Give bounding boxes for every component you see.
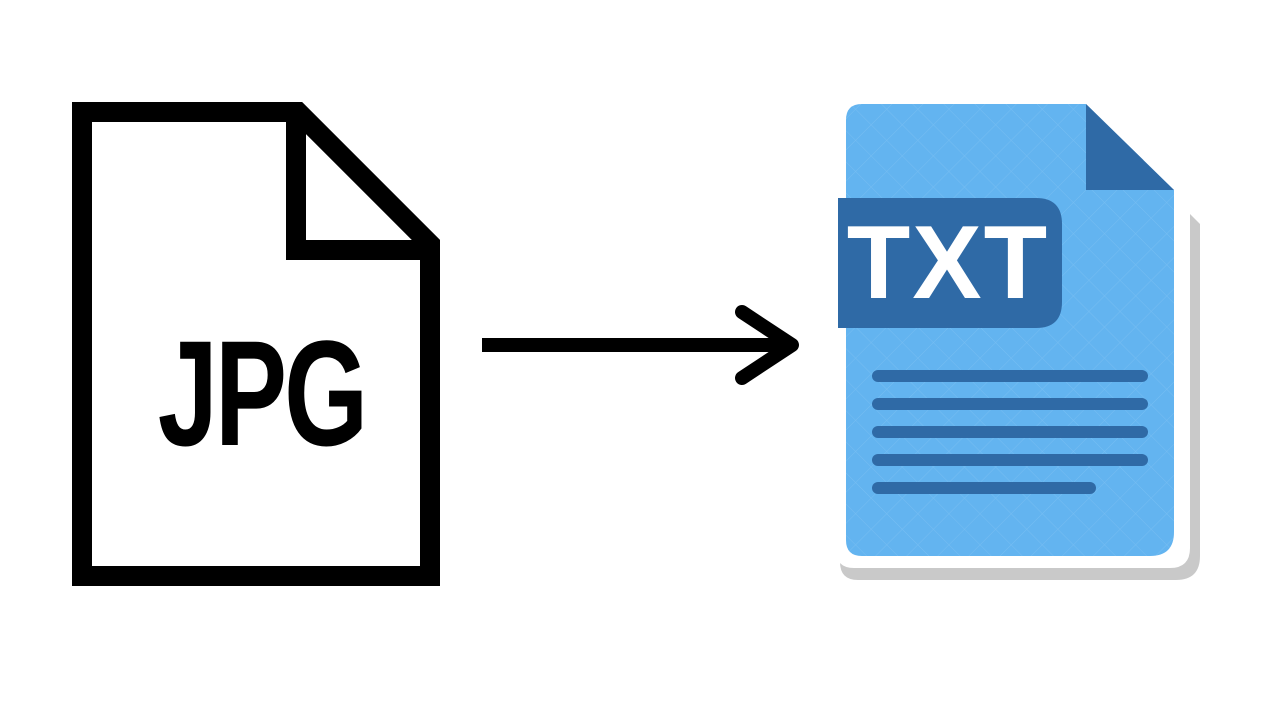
txt-file-icon: [836, 104, 1200, 580]
txt-label-banner: [838, 198, 1062, 328]
jpg-file-icon: [72, 102, 440, 586]
txt-content-lines: [872, 370, 1148, 494]
txt-file-label: TXT: [846, 205, 1050, 321]
jpg-file-label: JPG: [157, 309, 368, 477]
txt-file-fold: [1086, 104, 1174, 190]
arrow-right-icon: [482, 305, 799, 385]
